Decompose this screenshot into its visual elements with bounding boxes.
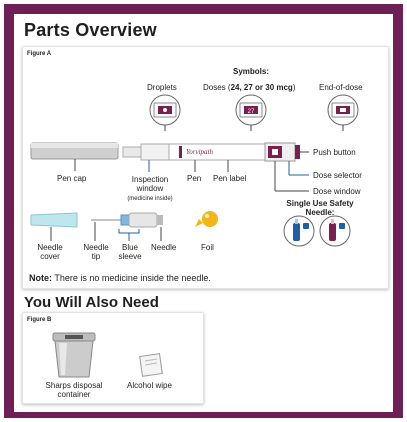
droplets-icon (149, 94, 181, 131)
pen-cap-icon (30, 142, 119, 171)
needle-assembly-icon (91, 212, 163, 241)
svg-text:27: 27 (248, 109, 255, 115)
pen-body-icon (122, 142, 309, 192)
droplets-label: Droplets (147, 83, 177, 92)
pen-label-label: Pen label (213, 174, 247, 183)
note-text: There is no medicine inside the needle. (52, 273, 211, 283)
note-bold: Note: (29, 273, 52, 283)
sharps-container-icon (52, 332, 96, 378)
alcohol-wipe-icon (139, 353, 163, 377)
figure-b-panel: Figure B Sharps disposal container Alcoh… (22, 312, 204, 404)
inspection-window-text: Inspection window (131, 175, 169, 193)
page-frame: Parts Overview Figure A 27 (4, 4, 403, 418)
doses-label-values: 24, 27 or 30 mcg (230, 83, 293, 92)
sharps-container-label: Sharps disposal container (45, 381, 103, 399)
blue-sleeve-label: Blue sleeve (118, 243, 142, 261)
figure-b-drawing (52, 332, 163, 378)
doses-label: Doses (24, 27 or 30 mcg) (203, 83, 296, 92)
doses-icon: 27 (235, 94, 267, 131)
needle-note: Note: There is no medicine inside the ne… (29, 273, 211, 283)
content-area: Parts Overview Figure A 27 (14, 14, 393, 412)
needle-cover-icon (30, 212, 78, 241)
needle-cover-label: Needle cover (37, 243, 63, 261)
symbols-title: Symbols: (233, 67, 270, 76)
figure-b-label: Figure B (27, 317, 52, 323)
safety-needle-unlocked-icon (283, 215, 315, 247)
push-button-label: Push button (313, 148, 356, 157)
doses-label-end: ) (292, 83, 296, 92)
page-title: Parts Overview (24, 20, 157, 40)
safety-needle-locked-icon (319, 215, 351, 247)
pen-label: Pen (187, 174, 202, 183)
end-of-dose-label: End-of-dose (319, 83, 363, 92)
alcohol-wipe-label: Alcohol wipe (127, 381, 172, 390)
needle-label: Needle (151, 243, 177, 252)
figure-a-drawing: 27 (30, 94, 359, 247)
figure-a-label: Figure A (27, 51, 52, 57)
section-title-also-need: You Will Also Need (24, 294, 159, 311)
pen-brand-text: Yorvipath (186, 148, 213, 156)
end-of-dose-icon (327, 94, 359, 131)
figure-a-panel: Figure A 27 (22, 46, 389, 289)
dose-selector-label: Dose selector (313, 171, 362, 180)
inspection-window-label: Inspection window (medicine inside) (119, 175, 181, 203)
medicine-inside-text: (medicine inside) (127, 196, 173, 202)
single-use-title: Single Use Safety Needle: (286, 199, 354, 217)
foil-label: Foil (201, 243, 214, 252)
needle-tip-label: Needle tip (83, 243, 109, 261)
foil-icon (195, 211, 218, 227)
pen-cap-label: Pen cap (57, 174, 87, 183)
doses-label-start: Doses ( (203, 83, 231, 92)
dose-window-label: Dose window (313, 187, 361, 196)
